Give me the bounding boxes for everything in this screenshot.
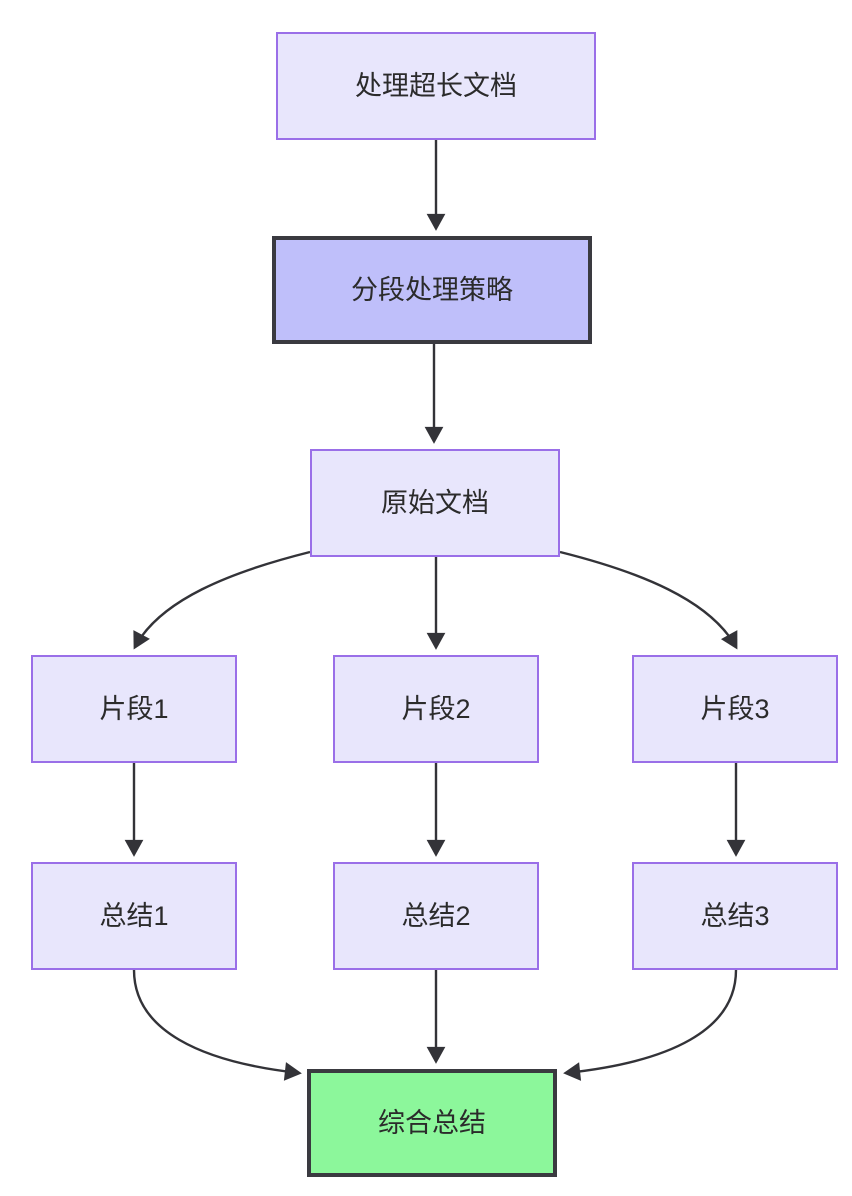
node-fragment-3[interactable]: 片段3 [632,655,838,763]
node-handle-long-doc[interactable]: 处理超长文档 [276,32,596,140]
edge-summary-1-to-final-summary [132,969,302,1081]
node-label-summary-1: 总结1 [99,900,169,931]
node-chunk-strategy[interactable]: 分段处理策略 [272,236,592,344]
node-label-final-summary: 综合总结 [378,1107,486,1138]
node-label-fragment-2: 片段2 [401,693,471,724]
edges-group [124,140,746,1081]
node-label-fragment-1: 片段1 [99,693,169,724]
node-label-source-doc: 原始文档 [381,487,489,518]
edge-summary-3-to-final-summary [563,969,738,1081]
node-label-chunk-strategy: 分段处理策略 [351,274,513,305]
node-summary-2[interactable]: 总结2 [333,862,539,970]
node-fragment-2[interactable]: 片段2 [333,655,539,763]
node-label-handle-long-doc: 处理超长文档 [355,70,517,101]
node-label-fragment-3: 片段3 [700,693,770,724]
node-summary-3[interactable]: 总结3 [632,862,838,970]
node-summary-1[interactable]: 总结1 [31,862,237,970]
node-label-summary-3: 总结3 [700,900,770,931]
edge-source-doc-to-fragment-3 [559,550,738,650]
node-final-summary[interactable]: 综合总结 [307,1069,557,1177]
node-fragment-1[interactable]: 片段1 [31,655,237,763]
node-source-doc[interactable]: 原始文档 [310,449,560,557]
edge-source-doc-to-fragment-1 [133,550,311,650]
node-label-summary-2: 总结2 [401,900,471,931]
